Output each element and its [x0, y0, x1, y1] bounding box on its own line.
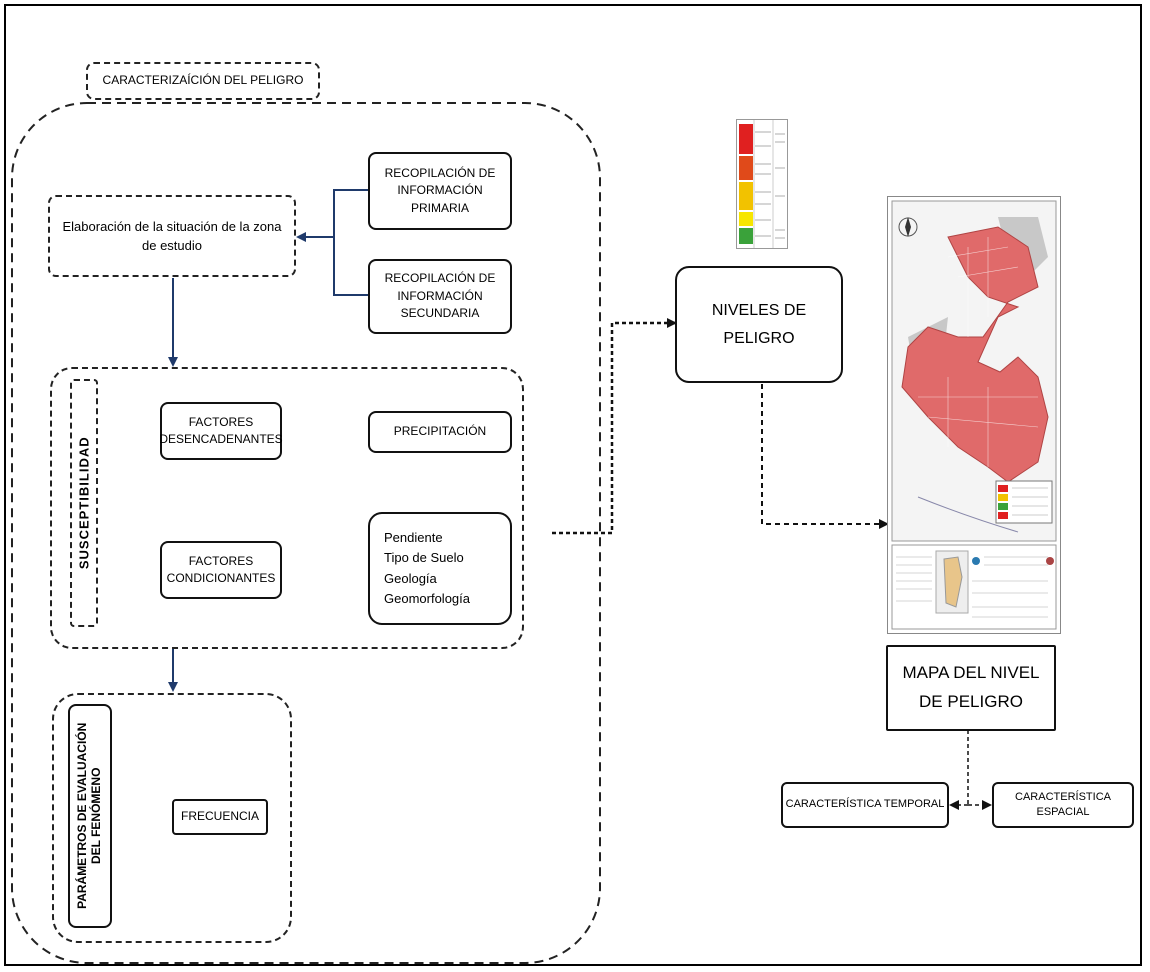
triggering-factors-text: FACTORES DESENCADENANTES: [159, 414, 283, 446]
temporal-box: CARACTERÍSTICA TEMPORAL: [781, 782, 949, 828]
legend-high-red: [739, 156, 753, 180]
hazard-map-thumbnail: [887, 196, 1061, 634]
spatial-box: CARACTERÍSTICA ESPACIAL: [992, 782, 1134, 828]
hazard-levels-text: NIVELES DE PELIGRO: [711, 302, 807, 347]
study-situation-text: Elaboración de la situación de la zona d…: [62, 218, 282, 254]
characterization-title-text: CARACTERIZAÍCIÓN DEL PELIGRO: [102, 73, 304, 88]
triggering-factors-box: FACTORES DESENCADENANTES: [159, 402, 283, 460]
susceptibility-label-box: SUSCEPTIBILIDAD: [70, 379, 98, 627]
legend-low: [739, 228, 753, 244]
conditioning-item: Geomorfología: [384, 590, 470, 606]
legend-high: [739, 182, 753, 210]
conditioning-factors-text: FACTORES CONDICIONANTES: [166, 553, 276, 585]
legend-medium: [739, 212, 753, 226]
susceptibility-label: SUSCEPTIBILIDAD: [76, 436, 92, 570]
hazard-map-box: MAPA DEL NIVEL DE PELIGRO: [886, 645, 1056, 731]
hazard-map-text: MAPA DEL NIVEL DE PELIGRO: [902, 663, 1040, 711]
study-situation-box: Elaboración de la situación de la zona d…: [48, 195, 296, 277]
evaluation-params-label: PARÁMETROS DE EVALUACIÓN DEL FENÓMENO: [75, 722, 103, 910]
conditioning-item: Pendiente: [384, 530, 443, 546]
precipitation-text: PRECIPITACIÓN: [393, 424, 487, 439]
spatial-text: CARACTERÍSTICA ESPACIAL: [1015, 790, 1111, 818]
hazard-levels-box: NIVELES DE PELIGRO: [675, 266, 843, 383]
secondary-info-text: RECOPILACIÓN DE INFORMACIÓN SECUNDARIA: [384, 271, 496, 321]
characterization-title: CARACTERIZAÍCIÓN DEL PELIGRO: [86, 62, 320, 100]
legend-very-high: [739, 124, 753, 154]
conditioning-factors-box: FACTORES CONDICIONANTES: [160, 541, 282, 599]
diagram-frame: [4, 4, 1142, 966]
primary-info-box: RECOPILACIÓN DE INFORMACIÓN PRIMARIA: [368, 152, 512, 230]
conditioning-items-box: Pendiente Tipo de Suelo Geología Geomorf…: [368, 512, 512, 625]
secondary-info-box: RECOPILACIÓN DE INFORMACIÓN SECUNDARIA: [368, 259, 512, 334]
frequency-box: FRECUENCIA: [172, 799, 268, 835]
frequency-text: FRECUENCIA: [180, 809, 259, 824]
precipitation-box: PRECIPITACIÓN: [368, 411, 512, 453]
temporal-text: CARACTERÍSTICA TEMPORAL: [785, 798, 945, 811]
hazard-legend-thumbnail: [736, 119, 788, 249]
conditioning-item: Geología: [384, 570, 437, 586]
hazard-map-graphic: [891, 200, 1057, 630]
conditioning-item: Tipo de Suelo: [384, 550, 464, 566]
primary-info-text: RECOPILACIÓN DE INFORMACIÓN PRIMARIA: [384, 165, 496, 215]
evaluation-params-label-box: PARÁMETROS DE EVALUACIÓN DEL FENÓMENO: [68, 704, 112, 928]
